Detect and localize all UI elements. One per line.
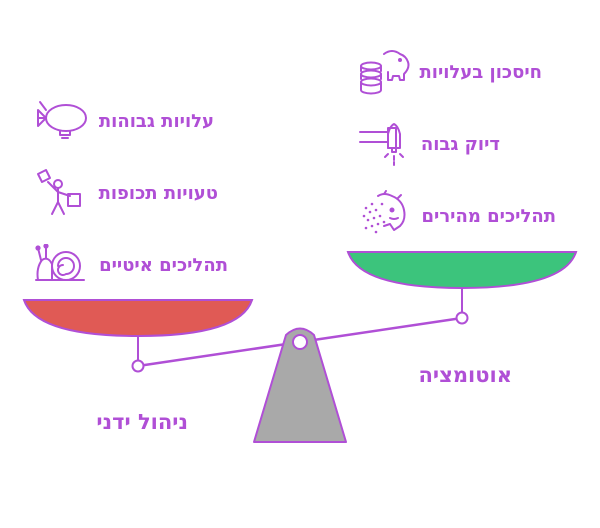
left-item-3-label: תהליכים איטיים <box>99 255 228 276</box>
left-side-label: ניהול ידני <box>96 410 188 434</box>
right-item-2-label: דיוק גבוה <box>420 134 500 155</box>
pivot <box>292 334 308 350</box>
right-joint <box>455 311 469 325</box>
right-pan <box>346 251 578 290</box>
piggy-bank-icon <box>360 50 410 95</box>
juggler-icon <box>37 169 81 215</box>
left-item-2-label: טעויות תכופות <box>98 183 218 204</box>
right-item-1-label: חיסכון בעלויות <box>419 62 542 83</box>
laser-icon <box>359 123 404 166</box>
left-joint <box>131 359 145 373</box>
blimp-icon <box>37 101 87 139</box>
snail-icon <box>35 244 85 281</box>
left-pan <box>22 299 254 338</box>
cheetah-icon <box>362 190 406 234</box>
left-item-1-label: עלויות גבוהות <box>98 111 214 132</box>
right-side-label: אוטומציה <box>418 363 513 387</box>
fulcrum <box>253 327 347 443</box>
right-item-3-label: תהליכים מהירים <box>421 206 556 227</box>
